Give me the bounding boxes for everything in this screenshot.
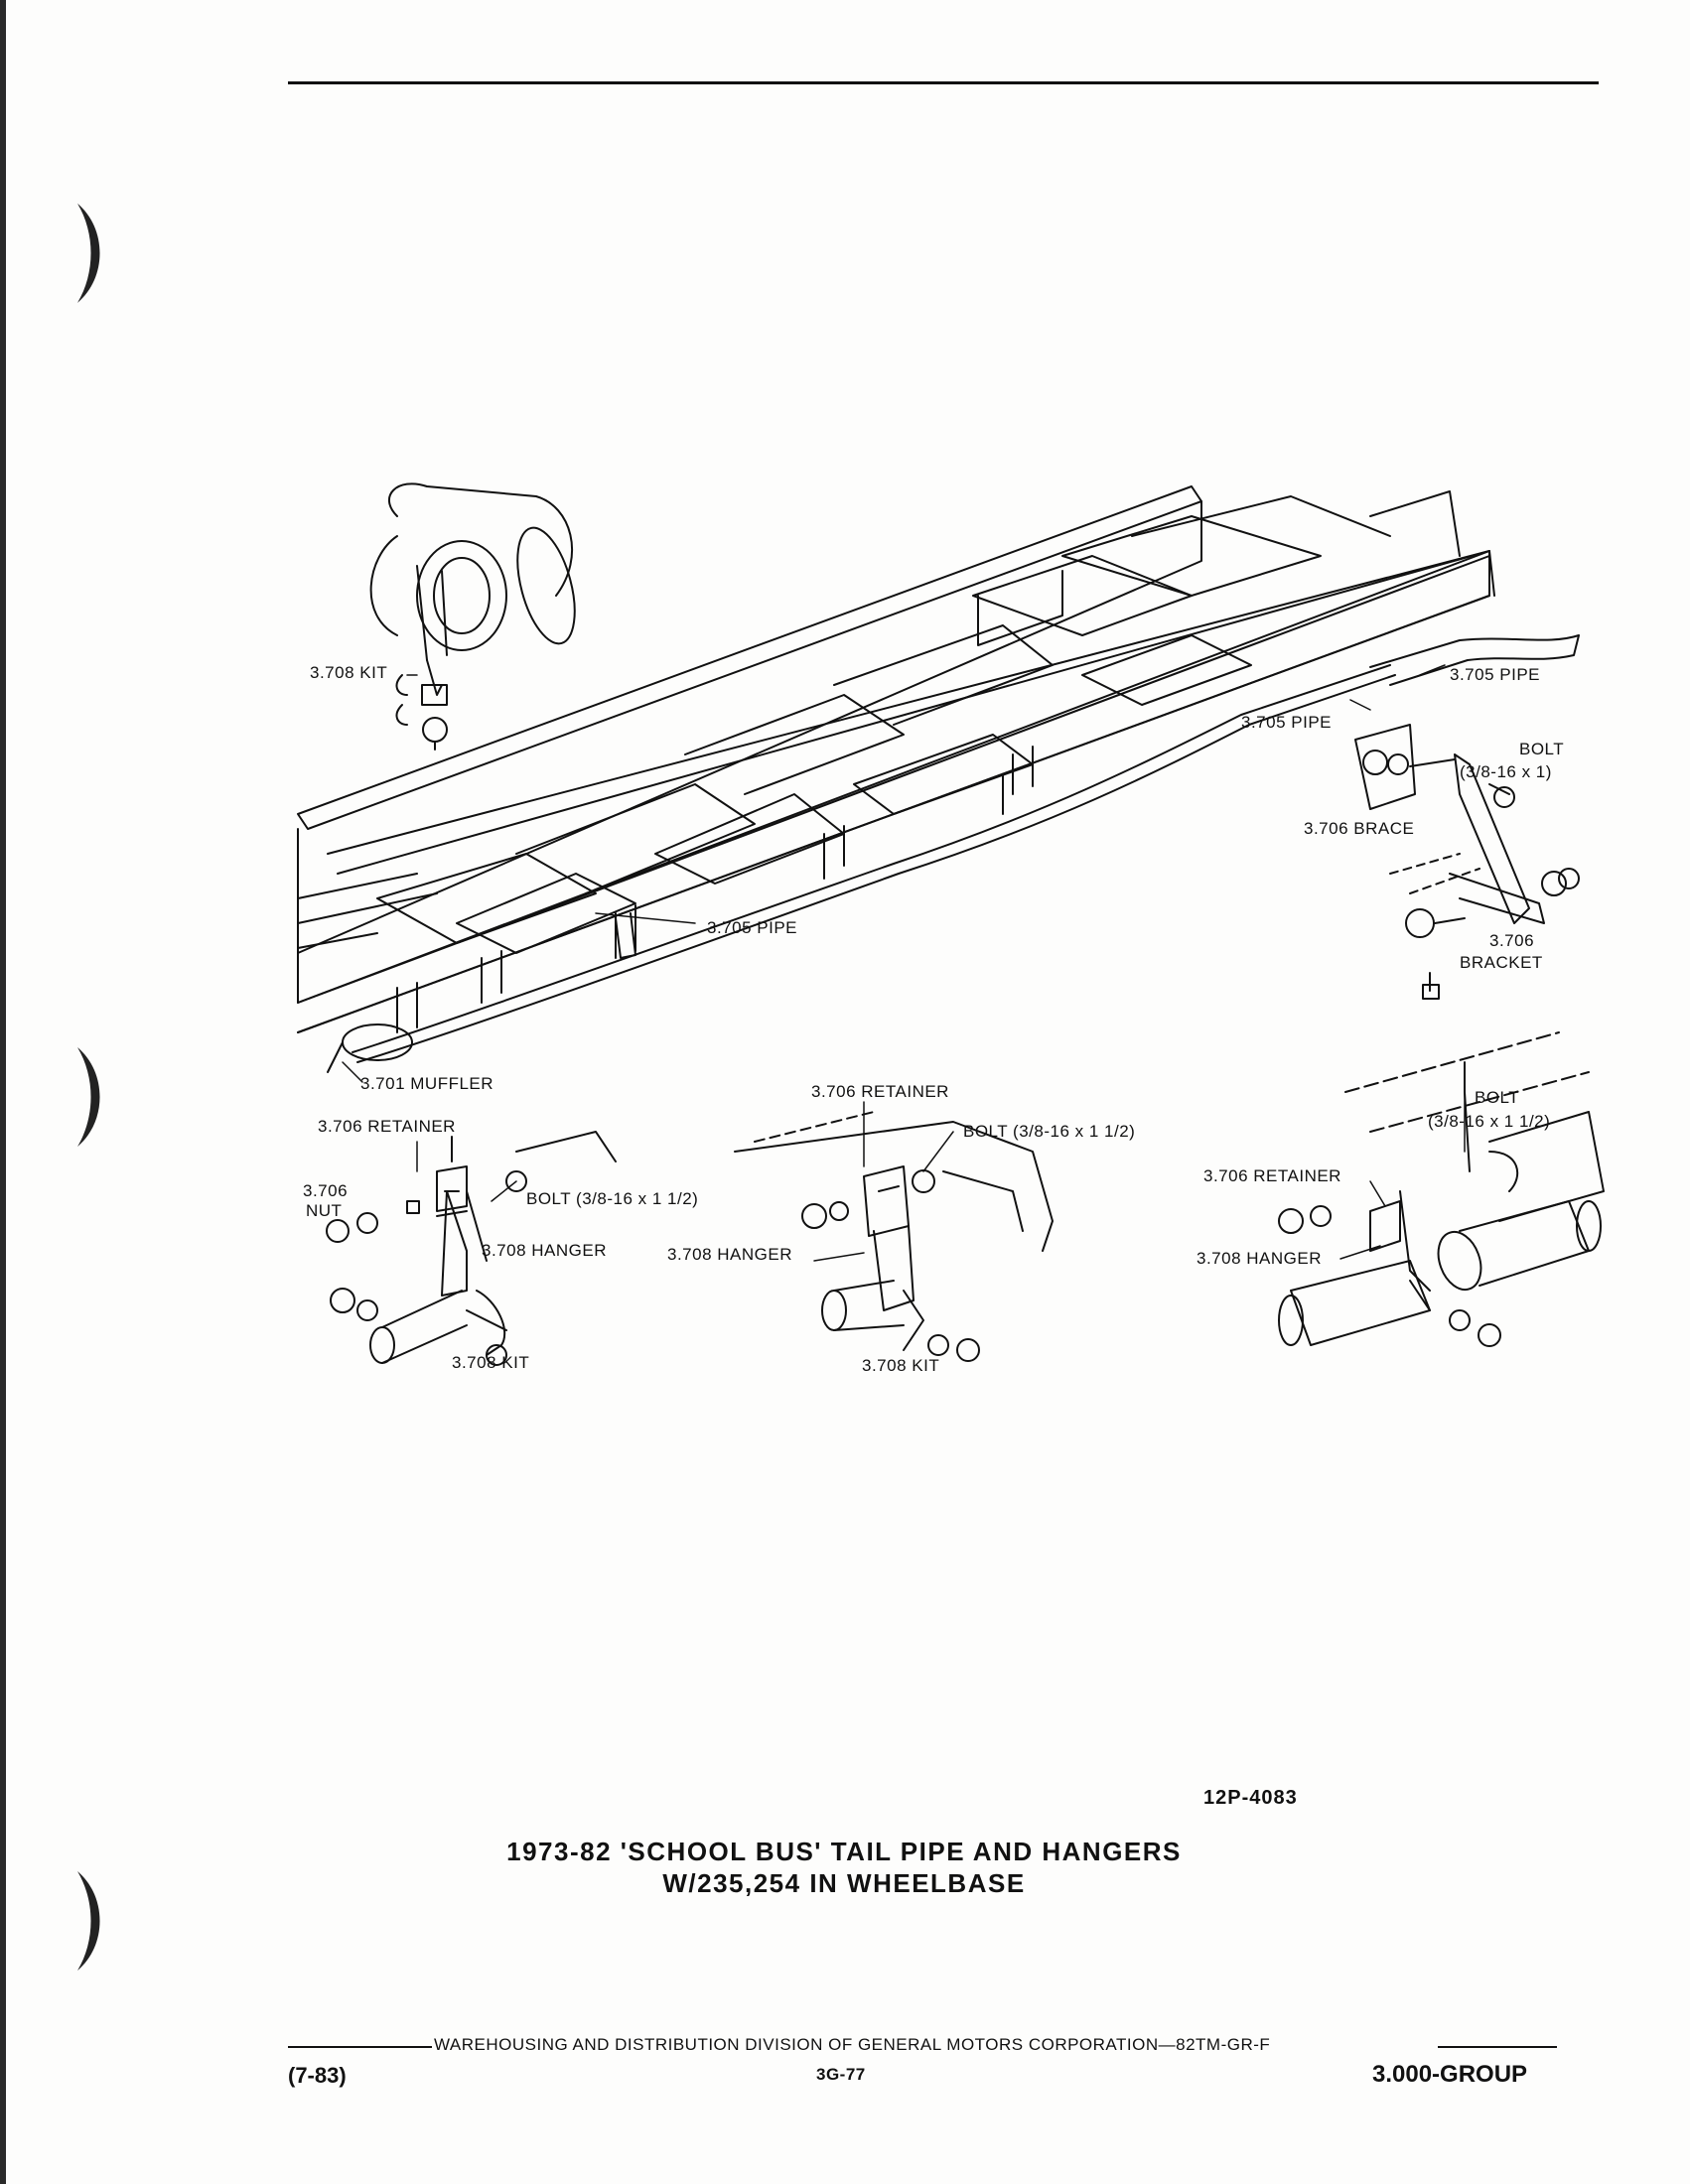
callout-retainer-center: 3.706 RETAINER [811, 1082, 949, 1101]
callout-bolt-right-size: (3/8-16 x 1 1/2) [1428, 1112, 1551, 1131]
callout-muffler: 3.701 MUFFLER [360, 1074, 494, 1093]
callout-hanger-center: 3.708 HANGER [667, 1245, 792, 1264]
footer-rule-right [1438, 2046, 1557, 2048]
chassis-frame [297, 485, 1495, 1033]
callout-kit-left: 3.708 KIT [452, 1353, 530, 1372]
hanger-detail-left [326, 1131, 617, 1366]
footer-date: (7-83) [288, 2063, 347, 2088]
callout-nut: NUT [306, 1201, 343, 1220]
header-rule [288, 81, 1599, 84]
page-title-line1: 1973-82 'SCHOOL BUS' TAIL PIPE AND HANGE… [506, 1837, 1182, 1866]
page-title-line2: W/235,254 IN WHEELBASE [662, 1868, 1026, 1898]
leader-lines [342, 664, 1466, 1262]
hanger-detail-center [734, 1111, 1054, 1362]
tail-pipe-route [327, 634, 1580, 1073]
hanger-detail-right [1278, 1031, 1605, 1347]
callout-bolt-upper-size: (3/8-16 x 1) [1460, 762, 1552, 781]
punch-hole [77, 1047, 100, 1147]
callout-hanger-left: 3.708 HANGER [482, 1241, 607, 1260]
callout-brace: 3.706 BRACE [1304, 819, 1415, 838]
footer-page: 3G-77 [816, 2065, 866, 2084]
callout-bolt-right: BOLT [1475, 1088, 1520, 1107]
callout-pipe-mid: 3.705 PIPE [1241, 713, 1333, 732]
callout-nut-num: 3.706 [303, 1181, 349, 1200]
callout-bolt-upper: BOLT [1519, 740, 1565, 758]
callout-bolt-left: BOLT (3/8-16 x 1 1/2) [526, 1189, 699, 1208]
figure-number: 12P-4083 [1203, 1787, 1298, 1809]
callout-retainer-right: 3.706 RETAINER [1203, 1166, 1341, 1185]
callout-kit-center: 3.708 KIT [862, 1356, 940, 1375]
callout-kit-top: 3.708 KIT [310, 663, 388, 682]
callout-pipe-frame: 3.705 PIPE [707, 918, 798, 937]
callout-bolt-center: BOLT (3/8-16 x 1 1/2) [963, 1122, 1136, 1141]
punch-hole [77, 1871, 100, 1971]
callout-bracket-num: 3.706 [1489, 931, 1535, 950]
footer-rule-left [288, 2046, 432, 2048]
callout-bracket: BRACKET [1460, 953, 1543, 972]
callout-pipe-right: 3.705 PIPE [1450, 665, 1541, 684]
callout-retainer-left: 3.706 RETAINER [318, 1117, 456, 1136]
punch-hole [77, 204, 100, 303]
footer-division: WAREHOUSING AND DISTRIBUTION DIVISION OF… [434, 2035, 1271, 2054]
brace-bracket-detail [1354, 724, 1580, 1000]
callout-hanger-right: 3.708 HANGER [1197, 1249, 1322, 1268]
kit-detail-top [369, 482, 576, 751]
footer-group: 3.000-GROUP [1372, 2061, 1528, 2088]
binder-edge [0, 0, 6, 2184]
